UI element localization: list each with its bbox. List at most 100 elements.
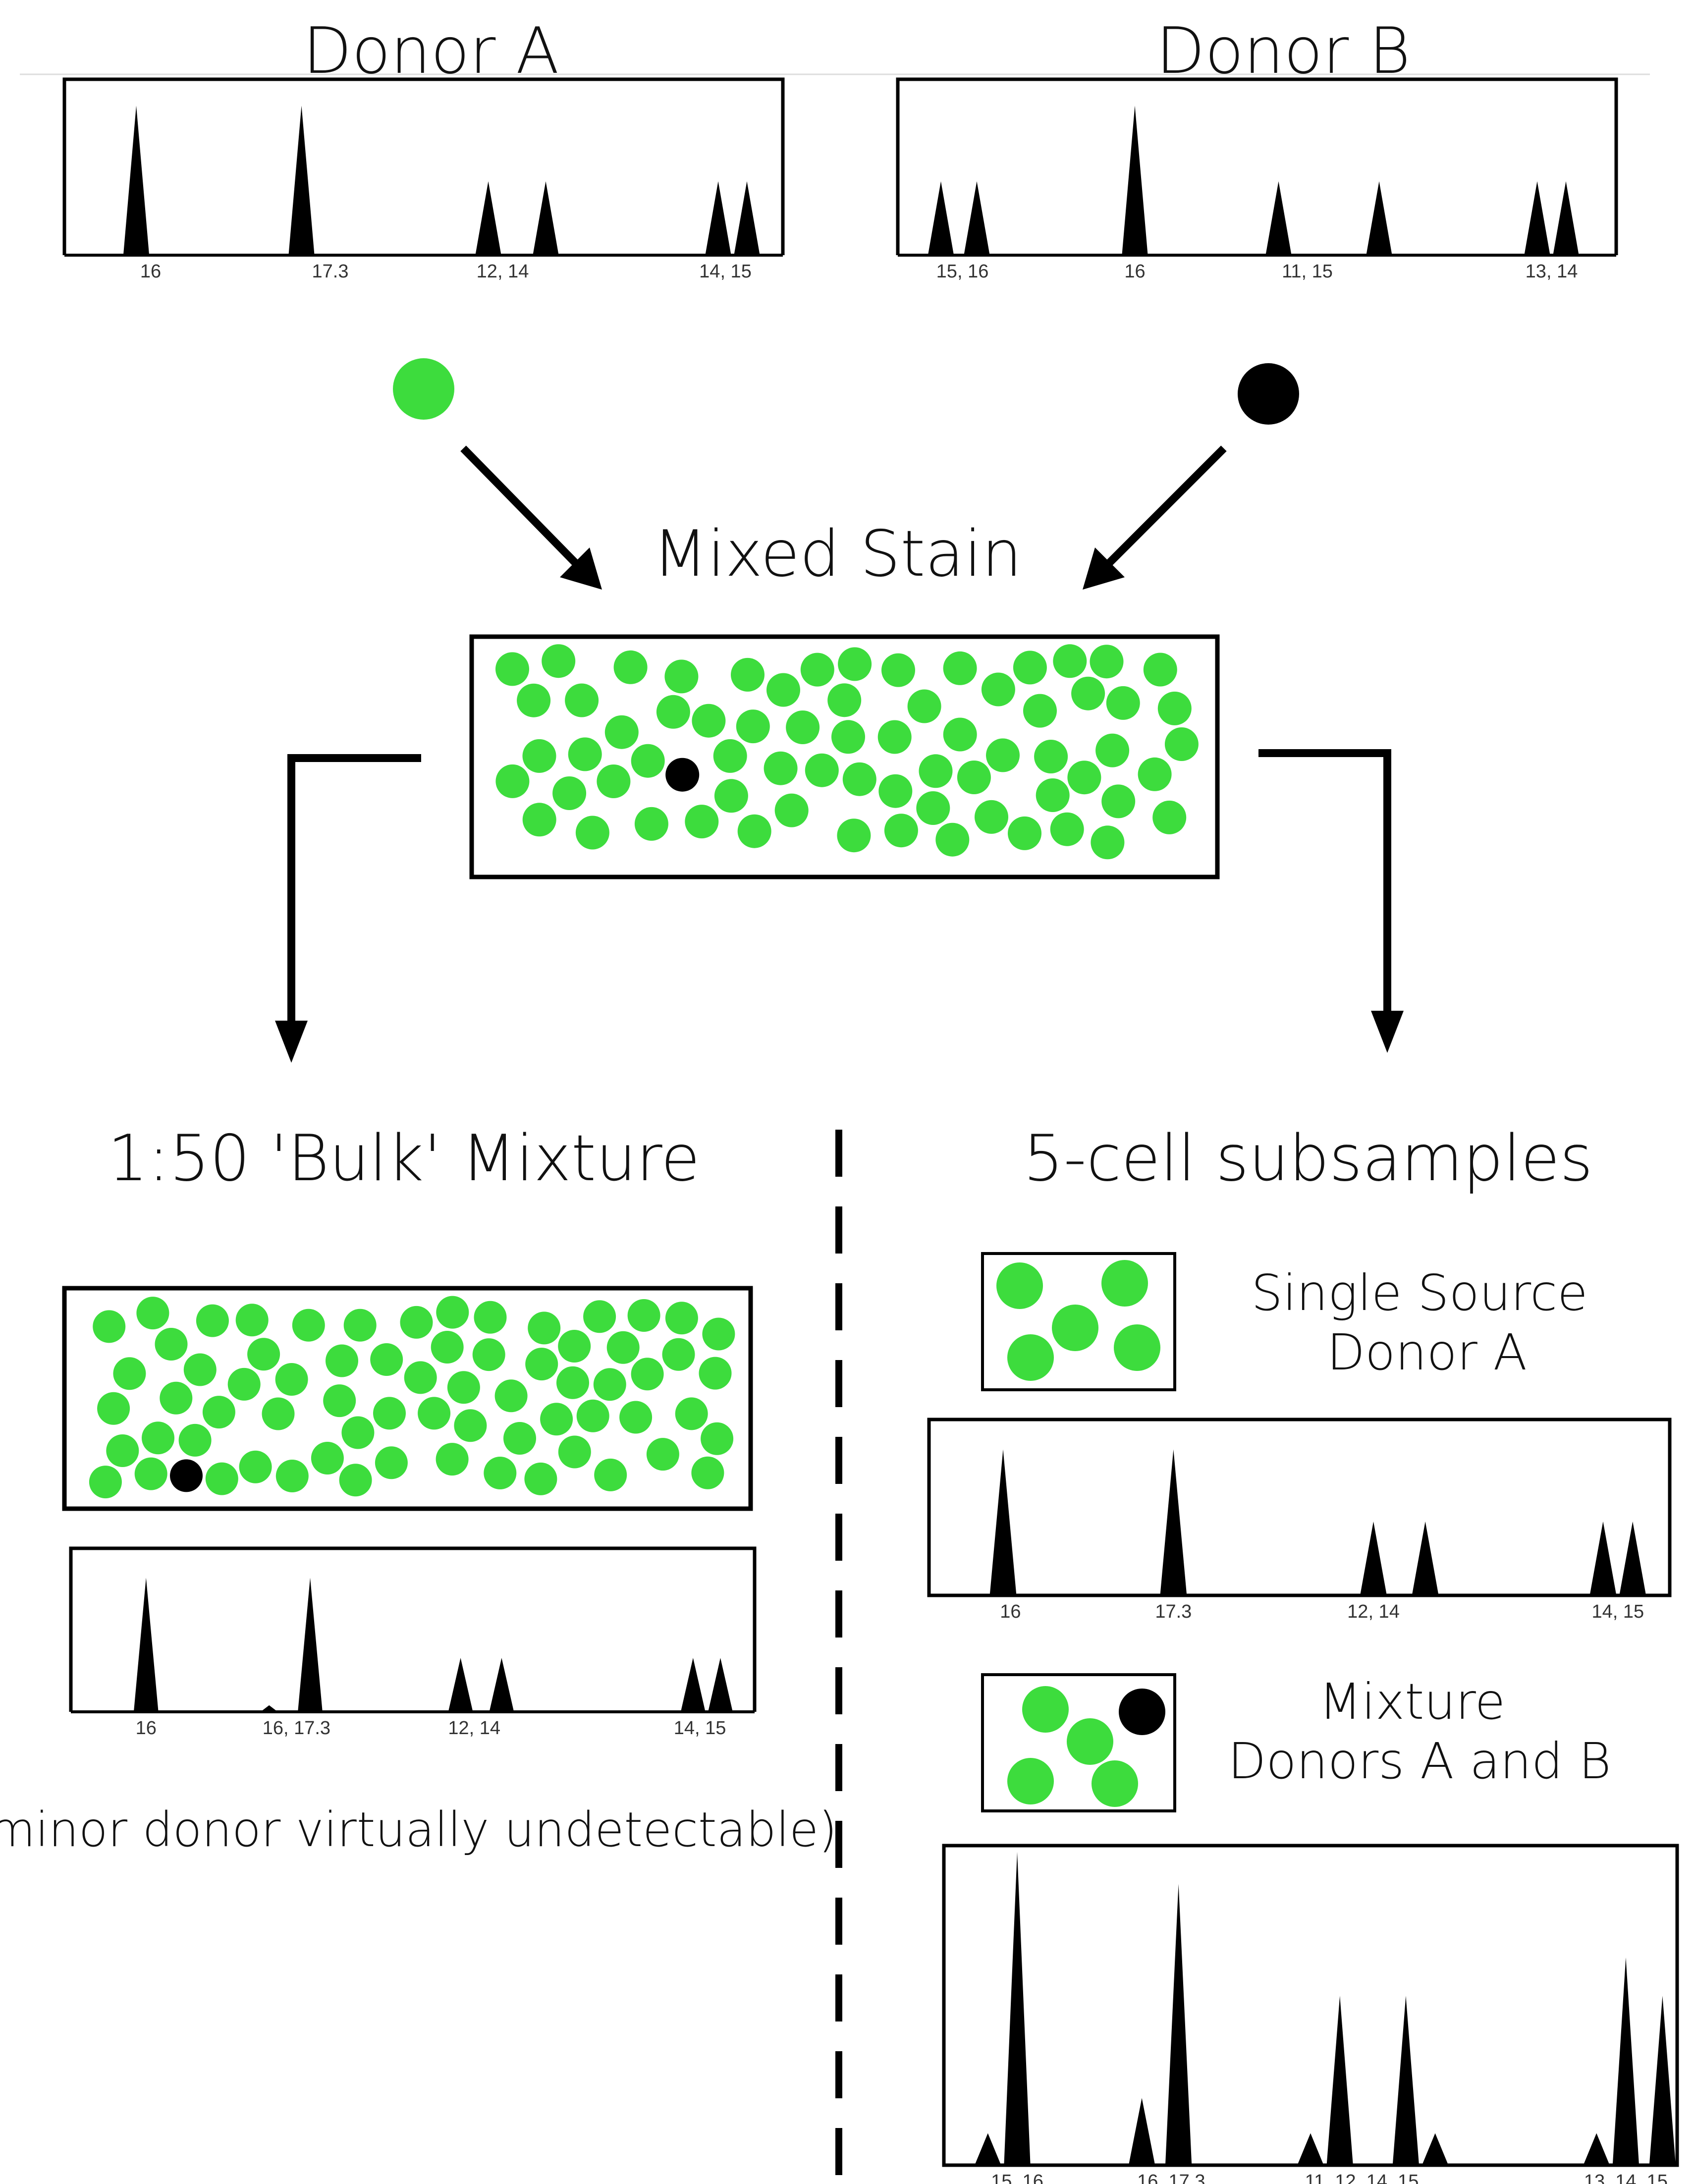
bulk-tick-label-1: 16, 17.3 <box>262 1718 331 1739</box>
mixed-stain-donor-a-cell <box>1095 733 1130 767</box>
mixed-stain-donor-a-cell <box>1143 653 1177 687</box>
mixed-stain-donor-a-cell <box>634 807 668 841</box>
mixed-stain-donor-a-cell <box>881 653 915 687</box>
bulk-donor-a-cell <box>113 1357 146 1390</box>
mixed-stain-donor-a-cell <box>1008 816 1041 850</box>
bulk-note: (minor donor virtually undetectable) <box>0 1802 837 1857</box>
bulk-donor-a-cell <box>205 1462 238 1495</box>
mixed-stain-donor-a-cell <box>1157 691 1192 725</box>
bulk-donor-a-cell <box>326 1344 358 1377</box>
mixed-stain-donor-a-cell <box>1138 757 1172 791</box>
single_source-peak-5 <box>1619 1521 1646 1595</box>
bulk-donor-a-cell <box>528 1311 561 1345</box>
donor_b-tick-label-0: 15, 16 <box>936 261 989 282</box>
mixture-peak-3 <box>1165 1884 1192 2165</box>
mixture-peak-1 <box>1004 1852 1031 2165</box>
single-source-label-line2: Donor A <box>1326 1323 1528 1381</box>
single_source-peak-3 <box>1412 1521 1439 1595</box>
bulk-donor-a-cell <box>583 1300 616 1333</box>
bulk-donor-a-cell <box>418 1397 451 1430</box>
bulk-donor-a-cell <box>89 1466 122 1499</box>
bulk-donor-a-cell <box>447 1371 480 1404</box>
bulk-donor-a-cell <box>183 1353 217 1386</box>
bulk-donor-a-cell <box>323 1384 356 1418</box>
mixed-stain-donor-a-cell <box>517 683 551 717</box>
mixed-stain-donor-a-cell <box>1106 686 1140 720</box>
mixed-stain-donor-a-cell <box>805 753 839 787</box>
bulk-donor-a-cell <box>341 1416 375 1449</box>
bulk-donor-a-cell <box>370 1343 403 1376</box>
mixed-stain-donor-a-cell <box>1023 694 1057 728</box>
mixed-stain-donor-a-cell <box>837 819 871 853</box>
mixed-stain-donor-a-cell <box>713 739 747 773</box>
bulk-peak-3 <box>448 1658 473 1712</box>
mixed-stain-donor-a-cell <box>522 739 556 773</box>
arrow-mix-to-subsamples <box>1258 749 1404 1053</box>
single-source-donor-a-cell <box>1114 1324 1160 1371</box>
mixed-stain-donor-a-cell <box>656 695 690 729</box>
bulk-donor-a-cell <box>494 1379 528 1413</box>
bulk-donor-a-cell <box>558 1435 591 1469</box>
bulk-donor-a-cell <box>311 1442 344 1474</box>
donor_b-tick-label-2: 11, 15 <box>1282 261 1333 282</box>
donor_a-peak-5 <box>734 181 760 255</box>
mixture-peak-8 <box>1583 2133 1610 2165</box>
donor_b-peak-0 <box>928 181 954 255</box>
bulk-peak-4 <box>489 1658 514 1712</box>
bulk-donor-a-cell <box>606 1331 640 1364</box>
bulk-donor-a-cell <box>665 1302 698 1335</box>
single-source-label-line1: Single Source <box>1251 1264 1588 1322</box>
mixed-stain-donor-a-cell <box>1090 645 1124 679</box>
bulk-donor-a-cell <box>262 1397 295 1430</box>
bulk-donor-a-cell <box>436 1443 469 1476</box>
donor_a-tick-label-3: 14, 15 <box>699 261 752 282</box>
mixture-peak-9 <box>1612 1957 1639 2165</box>
mixed-stain-donor-a-cell <box>975 800 1008 834</box>
bulk-title: 1:50 'Bulk' Mixture <box>108 1122 700 1196</box>
donor_b-peak-5 <box>1524 181 1550 255</box>
donor_a-tick-label-2: 12, 14 <box>476 261 529 282</box>
bulk-slide-cells <box>89 1296 735 1499</box>
single-source-donor-a-cell <box>1101 1260 1148 1307</box>
bulk-donor-a-cell <box>484 1457 517 1489</box>
mixture-frame <box>942 1844 1679 2167</box>
donor_a-frame <box>62 77 785 255</box>
mixed-stain-donor-a-cell <box>842 762 876 796</box>
bulk-donor-b-cell <box>170 1459 203 1492</box>
mixed-stain-donor-a-cell <box>800 653 834 687</box>
bulk-electropherogram <box>69 1546 757 1713</box>
single_source-peak-4 <box>1589 1521 1617 1595</box>
mixed-stain-donor-a-cell <box>943 651 977 685</box>
donor_a-peak-3 <box>533 181 559 255</box>
mixed-stain-donor-a-cell <box>1034 740 1068 773</box>
donor_a-peak-2 <box>475 181 501 255</box>
bulk-donor-a-cell <box>593 1368 626 1401</box>
mixed-stain-donor-a-cell <box>986 738 1020 772</box>
mixed-stain-donor-a-cell <box>878 774 913 808</box>
donor_a-peak-4 <box>705 181 731 255</box>
donor_a-peak-0 <box>123 106 150 255</box>
single_source-tick-label-3: 14, 15 <box>1591 1601 1644 1622</box>
mixture-peak-2 <box>1128 2098 1155 2165</box>
bulk-donor-a-cell <box>631 1358 664 1391</box>
mixed-stain-cells <box>495 644 1199 860</box>
bulk-donor-a-cell <box>699 1357 732 1390</box>
bulk-donor-a-cell <box>275 1363 308 1396</box>
mixture-tick-label-3: 13, 14, 15 <box>1584 2171 1668 2184</box>
mixed-stain-donor-a-cell <box>1152 800 1187 834</box>
mixed-stain-donor-a-cell <box>766 673 800 707</box>
mixture-tick-label-2: 11, 12, 14, 15 <box>1305 2171 1419 2184</box>
bulk-donor-a-cell <box>400 1306 433 1339</box>
bulk-frame <box>69 1546 757 1712</box>
bulk-donor-a-cell <box>525 1348 558 1381</box>
mixed-stain-slide <box>469 634 1220 879</box>
mixture-peak-5 <box>1326 1996 1353 2165</box>
mixture-peak-0 <box>975 2133 1001 2165</box>
donor_b-peak-3 <box>1265 181 1292 255</box>
mixed-stain-donor-a-cell <box>1071 676 1105 710</box>
mixture-tick-label-1: 16, 17.3 <box>1137 2171 1205 2184</box>
bulk-donor-a-cell <box>472 1338 505 1371</box>
mixed-stain-donor-a-cell <box>907 689 941 723</box>
mixed-stain-donor-a-cell <box>714 779 748 813</box>
